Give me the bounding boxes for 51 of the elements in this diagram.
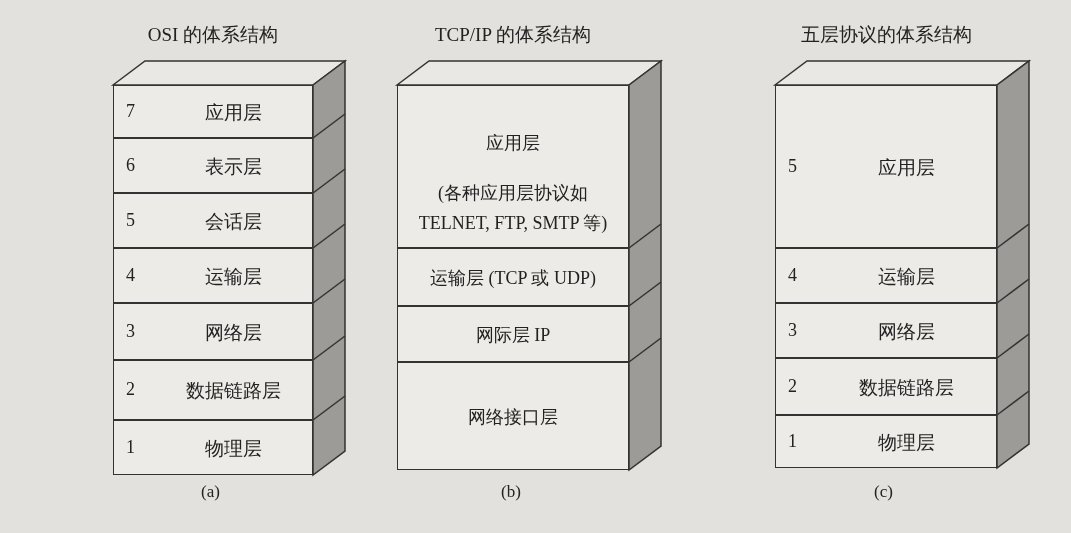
layer-name: 运输层 xyxy=(876,264,936,289)
layer-row xyxy=(113,85,313,138)
layer-number: 1 xyxy=(788,430,797,452)
layer-name: 运输层 xyxy=(203,264,263,289)
layer-number: 4 xyxy=(788,264,797,286)
layer-name: 数据链路层 xyxy=(857,375,955,400)
protocol-note: (各种应用层协议如 TELNET, FTP, SMTP 等) xyxy=(417,181,609,235)
layer-name: 应用层 xyxy=(203,100,263,125)
figure-label: (c) xyxy=(874,482,893,502)
layer-row xyxy=(775,303,997,358)
layer-name: 网络层 xyxy=(203,320,263,345)
layer-number: 3 xyxy=(126,320,135,342)
layer-name: 网络层 xyxy=(876,319,936,344)
layer-row xyxy=(113,138,313,193)
layer-name: 物理层 xyxy=(876,430,936,455)
layer-name: 物理层 xyxy=(203,436,263,461)
layer-row xyxy=(113,360,313,420)
layer-row xyxy=(113,193,313,248)
layer-row xyxy=(397,306,629,362)
layer-name: 网际层 IP xyxy=(474,324,552,347)
layer-number: 5 xyxy=(788,155,797,177)
layer-row xyxy=(397,362,629,470)
layer-name: 运输层 (TCP 或 UDP) xyxy=(429,267,597,290)
stack-title: 五层协议的体系结构 xyxy=(799,23,973,47)
figure-label: (a) xyxy=(201,482,220,502)
layer-number: 1 xyxy=(126,436,135,458)
layer-number: 2 xyxy=(126,379,135,400)
layer-row xyxy=(397,248,629,306)
layer-number: 5 xyxy=(126,209,135,231)
layer-number: 4 xyxy=(126,264,135,286)
layer-row xyxy=(775,85,997,248)
layer-number: 7 xyxy=(126,100,135,122)
layer-row xyxy=(113,248,313,303)
layer-name: 应用层 xyxy=(876,155,936,180)
figure-label: (b) xyxy=(501,482,521,502)
layer-row xyxy=(397,85,629,248)
layer-name: 数据链路层 xyxy=(184,379,282,403)
layer-number: 2 xyxy=(788,375,797,397)
stack-title: TCP/IP 的体系结构 xyxy=(433,23,593,47)
layer-name: 网络接口层 xyxy=(467,406,559,429)
layer-name: 会话层 xyxy=(203,209,263,234)
layer-row xyxy=(775,248,997,303)
layer-row xyxy=(113,303,313,360)
layer-number: 6 xyxy=(126,154,135,176)
stack-title: OSI 的体系结构 xyxy=(146,23,280,47)
layer-row xyxy=(775,415,997,468)
layer-name: 表示层 xyxy=(203,154,263,179)
layer-row xyxy=(113,420,313,475)
layer-name: 应用层 xyxy=(485,131,541,155)
layer-row xyxy=(775,358,997,415)
layer-number: 3 xyxy=(788,319,797,341)
